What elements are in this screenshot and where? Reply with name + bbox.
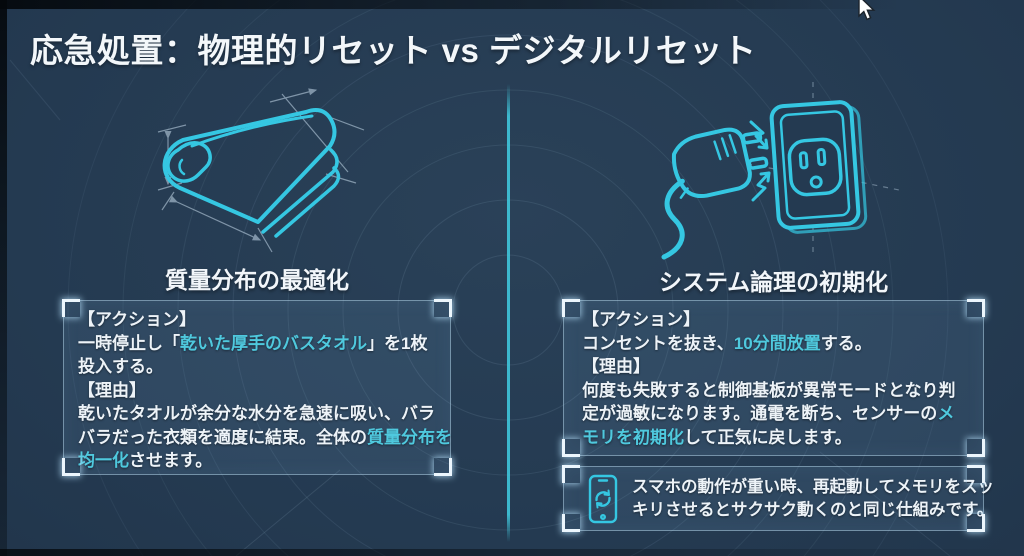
- text-line: 【理由】: [582, 357, 650, 376]
- corner-bracket: [562, 514, 580, 532]
- text-line: モリを初期化して正気に戻します。: [582, 427, 852, 447]
- corner-bracket: [434, 458, 452, 476]
- unplugged-power-plug-outlet-icon: [661, 82, 900, 260]
- center-divider-line: [507, 84, 510, 542]
- folded-towel-blueprint-icon: [157, 88, 365, 253]
- text-line: コンセントを抜き、10分間放置する。: [582, 333, 872, 353]
- text-line: 一時停止し「乾いた厚手のバスタオル」を1枚: [78, 333, 428, 353]
- arrow-cursor-icon: [858, 0, 876, 21]
- right-action-reason-box: 【アクション】コンセントを抜き、10分間放置する。【理由】何度も失敗すると制御基…: [562, 299, 985, 457]
- text-line: 均一化させます。: [78, 451, 213, 470]
- text-line: バラだった衣類を適度に結束。全体の質量分布を: [78, 427, 452, 447]
- text-line: 投入する。: [78, 357, 163, 376]
- corner-bracket: [967, 514, 985, 532]
- smartphone-refresh-icon: [588, 474, 618, 523]
- window-edge-shadow-bottom: [0, 549, 1024, 556]
- right-column-heading: システム論理の初期化: [658, 269, 889, 295]
- text-line: キリさせるとサクサク動くのと同じ仕組みです。: [632, 500, 994, 519]
- right-box-text: 【アクション】コンセントを抜き、10分間放置する。【理由】何度も失敗すると制御基…: [582, 308, 965, 449]
- corner-bracket: [62, 458, 80, 476]
- window-edge-shadow-top: [0, 0, 1024, 9]
- corner-bracket: [562, 439, 580, 457]
- smartphone-analogy-note-box: スマホの動作が重い時、再起動してメモリをスッキリさせるとサクサク動くのと同じ仕組…: [562, 465, 994, 532]
- page-title: 応急処置：物理的リセット vs デジタルリセット: [30, 32, 757, 69]
- text-line: 【アクション】: [78, 310, 197, 329]
- corner-bracket: [62, 299, 80, 317]
- corner-bracket: [967, 299, 985, 317]
- window-edge-shadow-left: [0, 0, 7, 556]
- left-box-text: 【アクション】一時停止し「乾いた厚手のバスタオル」を1枚投入する。【理由】乾いた…: [78, 308, 452, 473]
- corner-bracket: [562, 299, 580, 317]
- left-action-reason-box: 【アクション】一時停止し「乾いた厚手のバスタオル」を1枚投入する。【理由】乾いた…: [62, 299, 452, 476]
- corner-bracket: [967, 439, 985, 457]
- text-line: 何度も失敗すると制御基板が異常モードとなり判: [582, 380, 956, 400]
- corner-bracket: [967, 465, 985, 483]
- left-column-heading: 質量分布の最適化: [165, 267, 349, 293]
- text-line: スマホの動作が重い時、再起動してメモリをスッ: [632, 477, 995, 496]
- corner-bracket: [562, 465, 580, 483]
- corner-bracket: [434, 299, 452, 317]
- text-line: 【アクション】: [582, 310, 701, 329]
- text-line: 乾いたタオルが余分な水分を急速に吸い、バラ: [78, 404, 435, 423]
- text-line: 【理由】: [78, 380, 146, 400]
- text-line: 定が過敏になります。通電を断ち、センサーのメ: [582, 404, 955, 423]
- note-box-text: スマホの動作が重い時、再起動してメモリをスッキリさせるとサクサク動くのと同じ仕組…: [632, 476, 994, 522]
